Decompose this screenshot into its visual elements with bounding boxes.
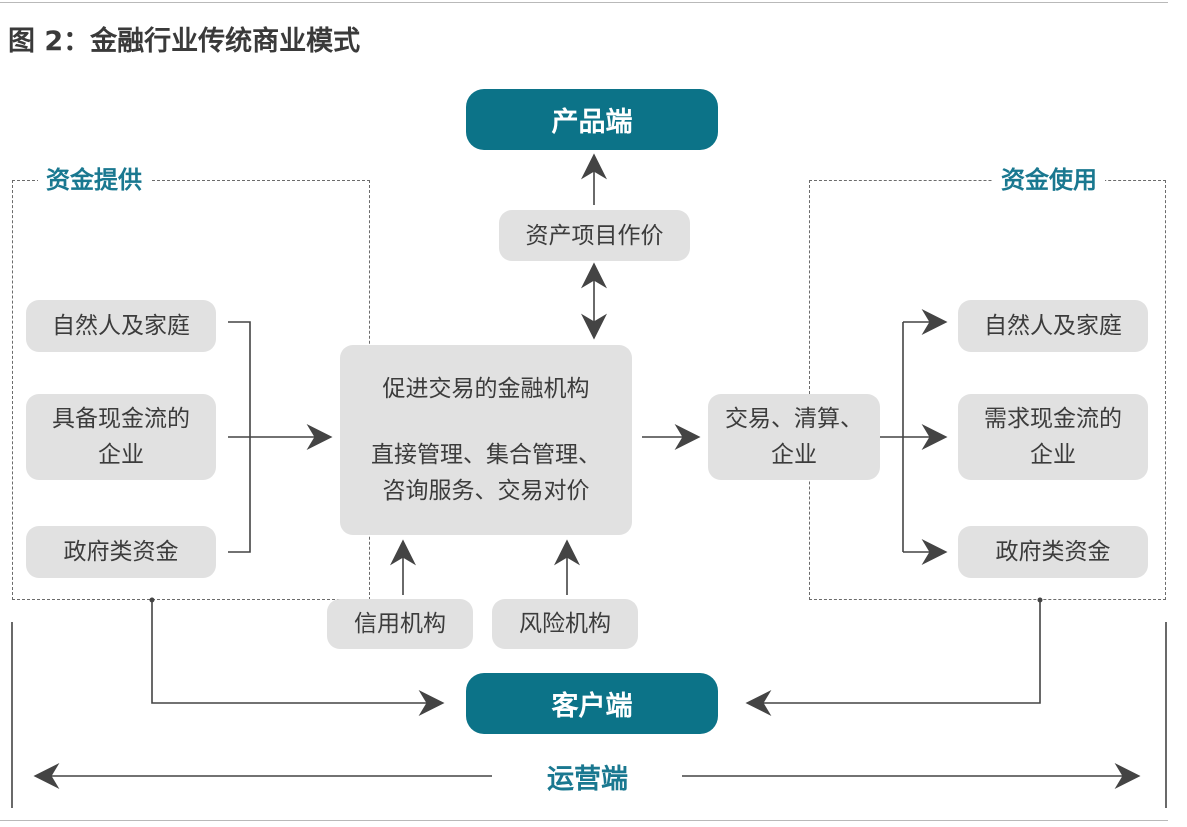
financial-institution-box: 促进交易的金融机构 直接管理、集合管理、 咨询服务、交易对价 bbox=[340, 345, 632, 535]
funds-supply-label: 资金提供 bbox=[38, 164, 150, 196]
top-rule bbox=[0, 2, 1168, 3]
operations-end-label: 运营端 bbox=[547, 763, 628, 795]
center-title: 促进交易的金融机构 bbox=[382, 376, 590, 402]
product-end-box: 产品端 bbox=[466, 89, 718, 150]
center-line-1: 直接管理、集合管理、 bbox=[371, 442, 601, 468]
customer-end-box: 客户端 bbox=[466, 673, 718, 734]
center-line-2: 咨询服务、交易对价 bbox=[382, 478, 590, 504]
credit-agency-box: 信用机构 bbox=[327, 599, 473, 649]
trade-line-2: 企业 bbox=[771, 442, 817, 468]
use-item-2: 需求现金流的企业 bbox=[958, 394, 1148, 480]
supply-item-2: 具备现金流的企业 bbox=[26, 394, 216, 480]
funds-use-region bbox=[809, 180, 1166, 600]
funds-use-label: 资金使用 bbox=[993, 164, 1105, 196]
figure-title: 图 2：金融行业传统商业模式 bbox=[8, 26, 361, 57]
trade-line-1: 交易、清算、 bbox=[725, 406, 863, 432]
supply-item-2-text: 具备现金流的企业 bbox=[52, 406, 190, 468]
use-item-3: 政府类资金 bbox=[958, 526, 1148, 578]
bottom-rule bbox=[0, 820, 1168, 821]
supply-item-3: 政府类资金 bbox=[26, 526, 216, 578]
trade-clearing-box: 交易、清算、 企业 bbox=[708, 394, 880, 480]
supply-item-1: 自然人及家庭 bbox=[26, 300, 216, 352]
arrow-supply-to-customer bbox=[151, 600, 445, 716]
risk-agency-box: 风险机构 bbox=[492, 599, 638, 649]
arrow-use-to-customer bbox=[745, 600, 1041, 716]
use-item-1: 自然人及家庭 bbox=[958, 300, 1148, 352]
dot-use bbox=[1037, 597, 1043, 603]
asset-pricing-box: 资产项目作价 bbox=[499, 210, 690, 261]
use-item-2-text: 需求现金流的企业 bbox=[984, 406, 1122, 468]
dot-supply bbox=[149, 597, 155, 603]
